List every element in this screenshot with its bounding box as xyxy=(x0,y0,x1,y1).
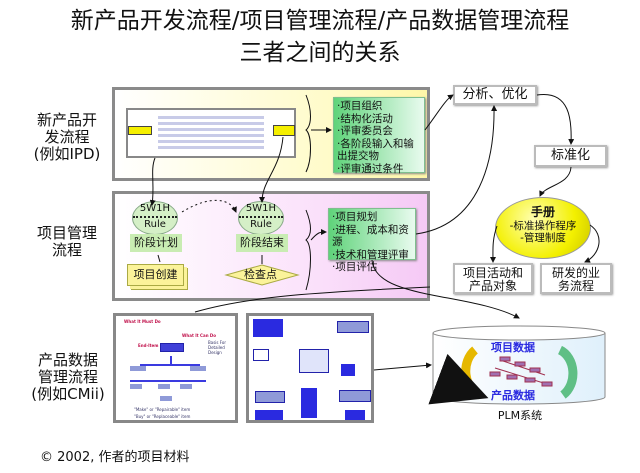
checkpoint: 检查点 xyxy=(244,268,277,281)
end-item-block xyxy=(160,343,184,352)
npd-label-2: 发流程 xyxy=(44,128,90,146)
standardize-box: 标准化 xyxy=(534,145,607,167)
data-network xyxy=(489,356,553,387)
connector xyxy=(310,229,327,241)
plm-system-label: PLM系统 xyxy=(497,409,543,422)
title-line1: 新产品开发流程/项目管理流程/产品数据管理流程 xyxy=(70,8,570,34)
activities-box: 项目活动和产品对象 xyxy=(453,263,533,294)
brace-pm xyxy=(305,209,311,291)
cib-block xyxy=(341,364,355,376)
npd-label-3: (例如IPD) xyxy=(33,145,101,163)
npd-item: ·结构化活动 xyxy=(337,112,393,125)
change-admin-block xyxy=(337,321,369,333)
pm-label-1: 项目管理 xyxy=(36,224,97,242)
product-tree xyxy=(130,356,210,402)
pdm-label-1: 产品数据 xyxy=(37,351,98,369)
npd-item: ·项目组织 xyxy=(337,100,383,112)
gate-diamond-icon xyxy=(273,125,295,136)
pdm-label: 产品数据 管理流程 (例如CMii) xyxy=(18,352,118,403)
connector xyxy=(536,94,575,145)
end-item-text: End-Item xyxy=(138,343,159,348)
footer-copyright: © 2002, 作者的项目材料 xyxy=(40,450,190,465)
pm-item: ·项目规划 xyxy=(332,211,378,223)
pdm-structure-thumbnail: What It Must Do What It Can Do End-Item … xyxy=(113,313,238,423)
connector xyxy=(371,259,520,319)
npd-item: ·各阶段输入和输出提交物 xyxy=(337,137,414,163)
business-process-box: 研发的业务流程 xyxy=(540,263,612,294)
change-admin2-block xyxy=(339,390,371,402)
connector xyxy=(539,166,572,197)
change-block xyxy=(255,391,285,403)
cycle-arrow-yellow-icon xyxy=(428,346,489,405)
by-creator-block xyxy=(345,410,365,420)
connector xyxy=(424,94,454,131)
stage-plan: 阶段计划 xyxy=(130,234,182,252)
pm-item: ·技术和管理评审 xyxy=(332,248,409,261)
oval-bottom: Rule xyxy=(250,219,272,230)
basis-text: Basis For Detailed Design xyxy=(208,340,226,355)
stage-end: 阶段结束 xyxy=(236,234,288,252)
brace-npd xyxy=(305,94,311,173)
pm-item: ·项目评估 xyxy=(332,261,378,273)
connector xyxy=(194,286,431,313)
oval-top: 5W1H xyxy=(133,202,177,218)
npd-process-thumbnail xyxy=(126,108,296,158)
connector xyxy=(584,224,600,263)
connector xyxy=(149,157,156,206)
npd-item: ·评审通过条件 xyxy=(337,162,404,175)
manual-item: -标准操作程序 xyxy=(509,220,577,232)
manual-ellipse: 手册 -标准操作程序 -管理制度 xyxy=(495,197,591,259)
checkpoint-diamond xyxy=(224,264,300,286)
process-grid xyxy=(158,114,264,152)
connector xyxy=(259,136,284,203)
connector xyxy=(415,105,498,235)
npd-item: ·评审委员会 xyxy=(337,125,393,137)
manual-item: -管理制度 xyxy=(520,232,566,244)
cycle-arrow-green-icon xyxy=(557,345,578,399)
legend-buy: "Buy" or "Replaceable" item xyxy=(134,414,191,419)
repository-block xyxy=(253,319,283,337)
business-block xyxy=(301,388,317,418)
connector xyxy=(489,225,498,263)
pm-label-2: 流程 xyxy=(51,241,82,259)
npd-features-list: ·项目组织 ·结构化活动 ·评审委员会 ·各阶段输入和输出提交物 ·评审通过条件 xyxy=(333,97,425,175)
can-do-text: What It Can Do xyxy=(182,333,216,338)
legend-make: "Make" or "Repairable" item xyxy=(134,407,191,412)
npd-label-1: 新产品开 xyxy=(36,111,97,129)
work-copies-block xyxy=(253,349,269,361)
pdm-label-2: 管理流程 xyxy=(37,368,98,386)
pm-item: ·进程、成本和资源 xyxy=(332,223,409,249)
product-data-label: 产品数据 xyxy=(491,389,535,402)
oval-bottom: Rule xyxy=(144,219,166,230)
application-block xyxy=(299,349,329,373)
connector xyxy=(373,362,432,371)
pdm-change-process-thumbnail xyxy=(246,313,374,423)
connector xyxy=(157,254,161,263)
pm-features-list: ·项目规划 ·进程、成本和资源 ·技术和管理评审 ·项目评估 xyxy=(328,208,416,273)
pm-label: 项目管理 流程 xyxy=(22,225,112,259)
must-do-text: What It Must Do xyxy=(124,319,161,324)
analyze-optimize-box: 分析、优化 xyxy=(453,85,537,105)
project-create: 项目创建 xyxy=(127,264,184,286)
start-block xyxy=(128,126,152,135)
technical-review-block xyxy=(255,410,283,420)
pdm-label-3: (例如CMii) xyxy=(31,385,105,403)
manual-title: 手册 xyxy=(530,205,555,219)
oval-top: 5W1H xyxy=(239,202,283,218)
connector xyxy=(181,199,237,213)
title-line2: 三者之间的关系 xyxy=(239,40,401,66)
npd-label: 新产品开 发流程 (例如IPD) xyxy=(22,112,112,163)
project-data-label: 项目数据 xyxy=(491,341,535,354)
